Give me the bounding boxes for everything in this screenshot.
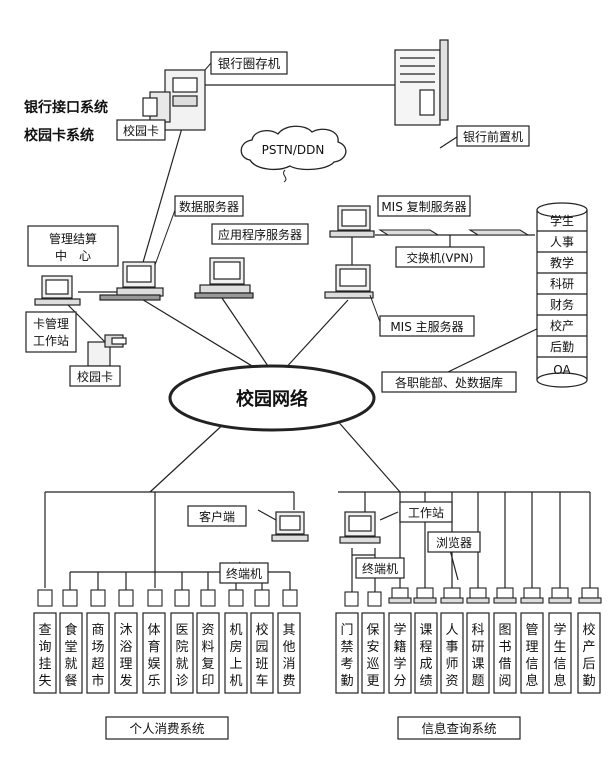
mis-main-label: MIS 主服务器 bbox=[390, 319, 463, 334]
mgmt-center-box bbox=[27, 225, 119, 267]
card-management-computer-icon bbox=[34, 275, 81, 306]
data-server-label-box bbox=[174, 195, 244, 217]
info-item-label-0: 门禁考勤 bbox=[340, 623, 353, 689]
client-computer-icon bbox=[271, 511, 309, 542]
app-server-label: 应用程序服务器 bbox=[218, 227, 302, 242]
data-server-label: 数据服务器 bbox=[179, 199, 239, 214]
campus-card-label-box-top bbox=[116, 119, 166, 141]
card-station-box bbox=[25, 311, 77, 353]
consumption-item-label-9: 其他消费 bbox=[282, 623, 295, 689]
bank-storage-label: 银行圈存机 bbox=[218, 56, 281, 71]
app-server-label-box bbox=[211, 223, 309, 245]
database-personnel: 人事 bbox=[550, 235, 574, 249]
consumption-item-label-4: 体育娱乐 bbox=[147, 623, 160, 689]
mgmt-center-line2: 中 心 bbox=[55, 248, 91, 263]
consumption-item-label-2: 商场超市 bbox=[91, 623, 104, 689]
mis-main-label-box bbox=[379, 315, 475, 337]
terminal-label-box-right bbox=[355, 557, 405, 579]
pstn-cloud-icon bbox=[240, 125, 347, 183]
consumption-terminal-icons bbox=[37, 589, 298, 607]
database-teaching: 教学 bbox=[550, 255, 574, 270]
mgmt-center-line1: 管理结算 bbox=[49, 231, 97, 246]
card-station-line1: 卡管理 bbox=[33, 316, 69, 331]
consumption-item-label-5: 医院就诊 bbox=[175, 623, 188, 689]
info-item-label-5: 科研课题 bbox=[471, 623, 484, 689]
consumption-item-label-8: 校园班车 bbox=[255, 622, 268, 689]
pstn-label: PSTN/DDN bbox=[262, 143, 325, 157]
bank-front-label-box bbox=[456, 125, 530, 147]
campus-network-label: 校园网络 bbox=[236, 388, 308, 410]
app-server-computer-icon bbox=[194, 257, 254, 299]
dept-db-label: 各职能部、处数据库 bbox=[395, 375, 503, 390]
database-oa: OA bbox=[553, 363, 571, 377]
personal-system-label-box bbox=[105, 716, 229, 740]
system-title-bank-interface: 银行接口系统 bbox=[24, 99, 108, 116]
dept-db-label-box bbox=[381, 371, 517, 393]
switch-device-icon bbox=[378, 229, 530, 236]
workstation-label: 工作站 bbox=[408, 506, 444, 520]
campus-card-label-top: 校园卡 bbox=[123, 123, 159, 138]
info-item-label-2: 学籍学分 bbox=[393, 622, 406, 689]
info-item-label-9: 校产后勤 bbox=[582, 622, 595, 689]
browser-label: 浏览器 bbox=[436, 535, 472, 550]
bank-front-label: 银行前置机 bbox=[463, 129, 523, 144]
browser-label-box bbox=[427, 531, 481, 553]
database-stack bbox=[536, 202, 588, 388]
campus-card-label-box-bottom bbox=[69, 365, 121, 387]
info-item-label-4: 人事师资 bbox=[445, 623, 458, 689]
consumption-item-label-6: 资料复印 bbox=[201, 623, 214, 689]
campus-card-label-bottom: 校园卡 bbox=[77, 369, 113, 384]
info-item-label-7: 管理信息 bbox=[525, 623, 538, 689]
database-logistics: 后勤 bbox=[550, 340, 574, 354]
terminal-label-left: 终端机 bbox=[226, 566, 262, 581]
bank-front-machine-icon bbox=[394, 39, 449, 126]
info-boxes bbox=[335, 612, 601, 694]
database-finance: 财务 bbox=[550, 297, 574, 312]
consumption-item-label-0: 查询挂失 bbox=[38, 623, 51, 689]
client-label: 客户端 bbox=[199, 509, 235, 524]
bank-storage-machine-icon bbox=[142, 69, 206, 131]
mis-replica-computer-icon bbox=[329, 205, 375, 238]
info-item-label-3: 课程成绩 bbox=[419, 623, 432, 689]
switch-label-box bbox=[395, 246, 485, 268]
consumption-boxes bbox=[33, 612, 301, 694]
card-station-line2: 工作站 bbox=[33, 334, 69, 348]
database-student: 学生 bbox=[550, 213, 574, 228]
workstation-label-box bbox=[399, 501, 453, 523]
info-item-label-1: 保安巡更 bbox=[366, 623, 379, 689]
terminal-label-right: 终端机 bbox=[362, 561, 398, 576]
info-workstation-computer-icon bbox=[339, 511, 381, 544]
client-label-box bbox=[187, 505, 247, 527]
database-research: 科研 bbox=[550, 277, 574, 291]
consumption-item-label-1: 食堂就餐 bbox=[64, 622, 77, 689]
campus-network-node bbox=[168, 364, 376, 432]
consumption-item-label-3: 沐浴理发 bbox=[119, 623, 132, 689]
mis-main-computer-icon bbox=[324, 264, 374, 299]
personal-system-label: 个人消费系统 bbox=[129, 721, 204, 736]
info-item-label-8: 学生信息 bbox=[553, 622, 566, 689]
info-system-label-box bbox=[397, 716, 521, 740]
terminal-label-box-left bbox=[219, 562, 269, 584]
info-system-label: 信息查询系统 bbox=[421, 721, 496, 736]
mis-replica-label-box bbox=[377, 195, 471, 217]
system-title-campus-card: 校园卡系统 bbox=[24, 127, 94, 144]
info-item-label-6: 图书借阅 bbox=[498, 623, 511, 689]
connection-lines bbox=[44, 84, 591, 592]
consumption-item-label-7: 机房上机 bbox=[229, 623, 242, 689]
card-reader-icon bbox=[87, 334, 127, 367]
database-assets: 校产 bbox=[550, 318, 574, 333]
mis-replica-label: MIS 复制服务器 bbox=[381, 199, 466, 214]
info-terminal-icons bbox=[344, 587, 602, 607]
data-server-computer-icon bbox=[99, 261, 164, 301]
switch-label: 交换机(VPN) bbox=[407, 251, 474, 265]
